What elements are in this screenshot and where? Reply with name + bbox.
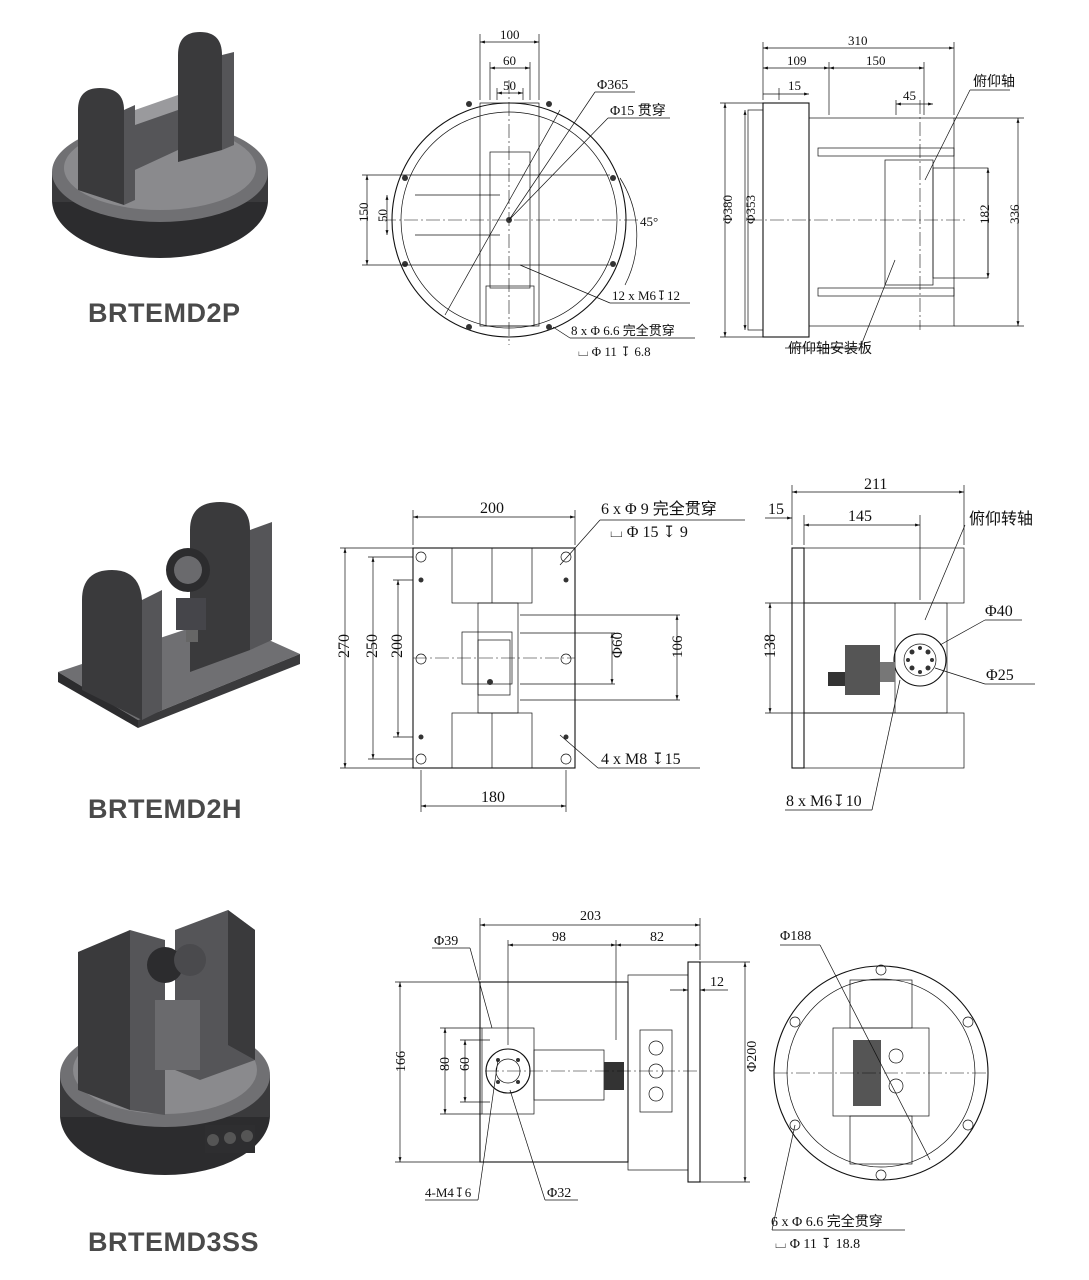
diameter-label: Φ200 xyxy=(745,1041,760,1072)
dim-text: 60 xyxy=(458,1057,473,1071)
front-view-brtemd2p xyxy=(362,34,695,345)
axis-label: 俯仰轴 xyxy=(973,74,1015,90)
dim-text: 166 xyxy=(394,1051,409,1072)
side-view-brtemd2p xyxy=(720,42,1024,349)
dim-text: 182 xyxy=(977,205,992,225)
diameter-label: Φ380 xyxy=(720,195,735,224)
dim-text: 80 xyxy=(438,1057,453,1071)
product-title-brtemd2h: BRTEMD2H xyxy=(88,794,243,824)
dim-text: 15 xyxy=(768,501,784,518)
thread-holes-label: 12 x M6↧12 xyxy=(612,288,680,303)
dim-text: 336 xyxy=(1007,204,1022,224)
render-brtemd3ss xyxy=(60,910,270,1175)
diameter-label: Φ188 xyxy=(780,929,811,944)
holes-label: ⌴ Φ 11 ↧ 18.8 xyxy=(775,1237,860,1252)
render-brtemd2h xyxy=(58,502,300,728)
dim-text: 150 xyxy=(866,53,886,68)
front-view-brtemd2h xyxy=(340,510,745,812)
dim-text: 98 xyxy=(552,930,566,945)
dim-text: 60 xyxy=(503,53,516,68)
product-title-brtemd2p: BRTEMD2P xyxy=(88,298,241,328)
front-view-brtemd3ss xyxy=(395,918,750,1201)
angle-label: 45° xyxy=(640,214,658,229)
dim-text: 150 xyxy=(356,203,371,223)
dim-text: 310 xyxy=(848,33,868,48)
dim-text: 211 xyxy=(864,476,887,493)
render-brtemd2p xyxy=(52,32,268,258)
dim-text: 82 xyxy=(650,930,664,945)
dim-text: 250 xyxy=(364,634,381,658)
thread-holes-label: 8 x M6↧10 xyxy=(786,793,862,810)
axis-label: 俯仰转轴 xyxy=(969,510,1033,528)
product-title-brtemd3ss: BRTEMD3SS xyxy=(88,1227,260,1257)
dim-text: 145 xyxy=(848,508,872,525)
diameter-label: Φ365 xyxy=(597,78,628,93)
side-view-brtemd2h xyxy=(765,485,1035,811)
diameter-label: Φ60 xyxy=(610,632,626,658)
dim-text: 200 xyxy=(389,634,406,658)
thread-holes-label: 4-M4↧6 xyxy=(425,1185,472,1200)
dim-text: 50 xyxy=(375,209,390,222)
mount-holes-label: ⌴ Φ 11 ↧ 6.8 xyxy=(578,344,651,359)
diameter-label: Φ39 xyxy=(434,934,458,949)
diameter-label: Φ32 xyxy=(547,1186,571,1201)
holes-label: 6 x Φ 6.6 完全贯穿 xyxy=(771,1213,883,1230)
dim-text: 200 xyxy=(480,500,504,517)
through-hole-label: Φ15 贯穿 xyxy=(610,103,666,119)
plate-label: 俯仰轴安装板 xyxy=(788,341,872,357)
dim-text: 138 xyxy=(762,634,779,658)
dim-text: 211 xyxy=(0,0,2,1)
holes-label: 6 x Φ 9 完全贯穿 xyxy=(601,500,717,518)
diameter-label: Φ40 xyxy=(985,603,1013,620)
dim-text: 270 xyxy=(336,634,353,658)
dim-text: 45 xyxy=(903,88,916,103)
dim-text: 106 xyxy=(670,635,686,658)
dim-text: 203 xyxy=(580,909,601,924)
dim-text: 100 xyxy=(500,27,520,42)
diameter-label: Φ353 xyxy=(743,195,758,224)
dim-text: 12 xyxy=(710,975,724,990)
mount-holes-label: 8 x Φ 6.6 完全贯穿 xyxy=(571,323,675,338)
dim-text: 180 xyxy=(481,789,505,806)
dim-text: 15 xyxy=(788,78,801,93)
top-view-brtemd3ss xyxy=(771,944,989,1231)
thread-holes-label: 4 x M8 ↧15 xyxy=(601,751,681,768)
dim-text: 109 xyxy=(787,53,807,68)
diameter-label: Φ25 xyxy=(986,667,1014,684)
dim-text: 50 xyxy=(503,78,516,93)
holes-label: ⌴ Φ 15 ↧ 9 xyxy=(610,524,688,541)
